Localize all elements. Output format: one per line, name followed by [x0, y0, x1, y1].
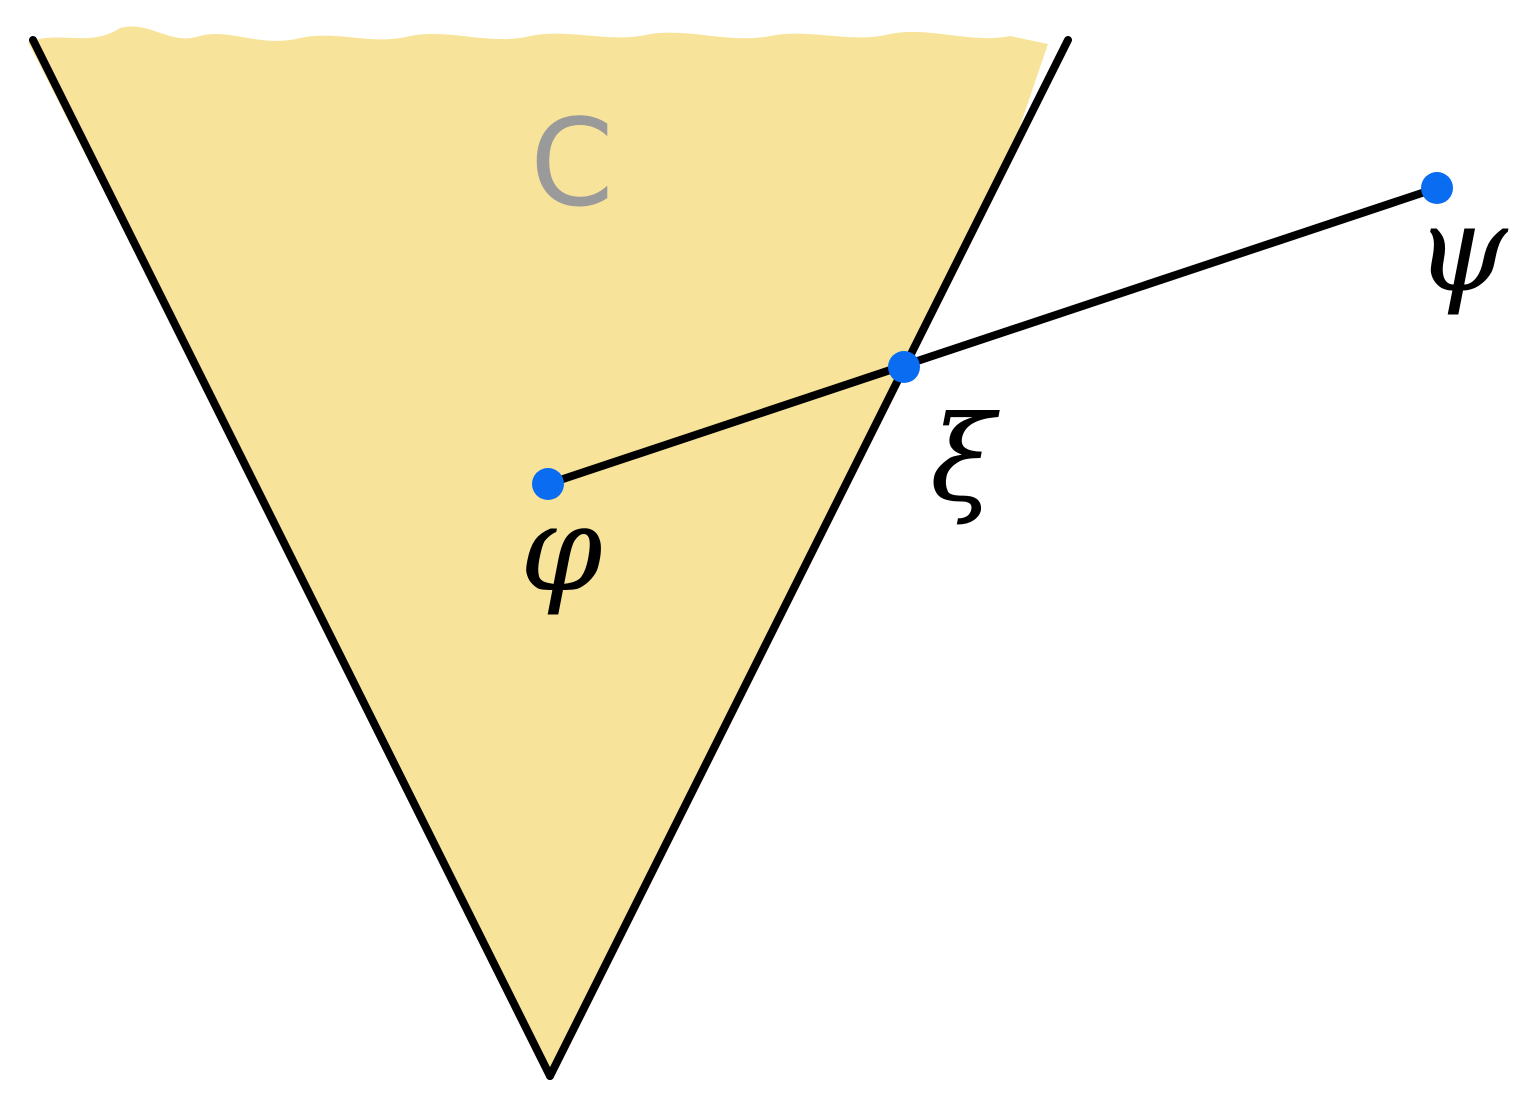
point-xi	[888, 351, 920, 383]
segment-phi-psi	[544, 184, 1441, 488]
cone-right-edge	[546, 36, 1072, 1080]
cone-region	[28, 26, 1048, 1076]
label-psi: ψ	[1415, 180, 1509, 318]
point-phi	[532, 468, 564, 500]
label-xi: ξ	[930, 390, 1000, 528]
label-phi: φ	[520, 480, 603, 618]
cone-left-edge	[29, 36, 554, 1080]
point-psi	[1421, 172, 1453, 204]
cone-label: C	[530, 95, 614, 234]
